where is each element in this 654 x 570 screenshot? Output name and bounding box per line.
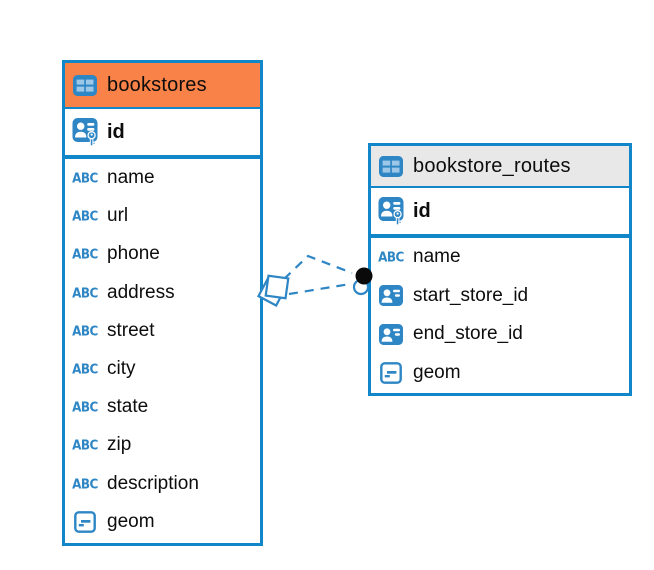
abc-text-icon: ABC bbox=[72, 323, 98, 339]
table-bookstores-header[interactable]: bookstores bbox=[65, 63, 260, 109]
column-name: name bbox=[107, 167, 155, 189]
pk-column-name: id bbox=[107, 120, 125, 143]
column-icon-box bbox=[378, 285, 404, 307]
geometry-icon bbox=[380, 361, 402, 384]
column-icon-box: ABC bbox=[72, 208, 98, 224]
column-name: city bbox=[107, 358, 136, 380]
relationship-line-lower bbox=[288, 282, 351, 296]
column-row: ABC state bbox=[65, 388, 260, 426]
column-row: ABC description bbox=[65, 465, 260, 503]
column-name: url bbox=[107, 205, 129, 227]
primary-key-icon bbox=[378, 196, 404, 226]
column-icon-box: ABC bbox=[72, 475, 98, 492]
table-grid-icon bbox=[72, 74, 98, 96]
column-name: address bbox=[107, 281, 175, 303]
abc-text-icon: ABC bbox=[72, 208, 98, 224]
column-row: ABC name bbox=[371, 238, 629, 277]
column-row: ABC phone bbox=[65, 235, 260, 273]
table-bookstore-routes[interactable]: bookstore_routes id bbox=[368, 143, 632, 396]
column-row: ABC street bbox=[65, 312, 260, 350]
column-row: geom bbox=[371, 354, 629, 393]
abc-text-icon: ABC bbox=[72, 475, 98, 492]
column-icon-box: ABC bbox=[72, 361, 98, 377]
column-name: state bbox=[107, 396, 149, 418]
table-bookstores[interactable]: bookstores id bbox=[62, 60, 263, 546]
relationship-line-upper bbox=[283, 254, 353, 280]
column-name: zip bbox=[107, 434, 132, 456]
column-icon-box bbox=[72, 510, 98, 533]
foreign-key-person-icon bbox=[379, 323, 403, 345]
column-name: start_store_id bbox=[413, 284, 529, 306]
column-row: ABC address bbox=[65, 274, 260, 312]
column-icon-box bbox=[378, 361, 404, 384]
column-icon-box: ABC bbox=[378, 249, 404, 265]
abc-text-icon: ABC bbox=[72, 170, 98, 186]
column-icon-box bbox=[378, 323, 404, 345]
column-name: geom bbox=[413, 361, 461, 383]
table-grid-icon bbox=[378, 155, 404, 177]
column-row: ABC url bbox=[65, 197, 260, 235]
primary-key-icon bbox=[72, 117, 98, 147]
column-name: street bbox=[107, 319, 155, 341]
column-name: geom bbox=[107, 510, 155, 532]
foreign-key-person-icon bbox=[379, 285, 403, 307]
column-name: description bbox=[107, 472, 199, 494]
column-row: end_store_id bbox=[371, 315, 629, 354]
abc-text-icon: ABC bbox=[72, 361, 98, 377]
column-row: geom bbox=[65, 503, 260, 541]
column-row: ABC zip bbox=[65, 426, 260, 464]
abc-text-icon: ABC bbox=[72, 399, 98, 415]
column-icon-box: ABC bbox=[72, 170, 98, 186]
abc-text-icon: ABC bbox=[378, 249, 404, 265]
abc-text-icon: ABC bbox=[72, 284, 98, 301]
abc-text-icon: ABC bbox=[72, 437, 98, 454]
column-icon-box: ABC bbox=[72, 399, 98, 415]
pk-row-bookstores-id: id bbox=[65, 109, 260, 159]
column-icon-box: ABC bbox=[72, 323, 98, 339]
pk-column-name: id bbox=[413, 199, 431, 222]
column-row: ABC name bbox=[65, 159, 260, 197]
column-icon-box: ABC bbox=[72, 437, 98, 454]
table-bookstore-routes-header[interactable]: bookstore_routes bbox=[371, 146, 629, 188]
column-icon-box: ABC bbox=[72, 284, 98, 301]
abc-text-icon: ABC bbox=[72, 246, 98, 263]
geometry-icon bbox=[74, 510, 96, 533]
column-name: end_store_id bbox=[413, 323, 523, 345]
table-title: bookstores bbox=[107, 73, 207, 96]
column-row: start_store_id bbox=[371, 277, 629, 316]
pk-row-bookstore-routes-id: id bbox=[371, 188, 629, 238]
column-name: name bbox=[413, 246, 461, 268]
column-row: ABC city bbox=[65, 350, 260, 388]
column-name: phone bbox=[107, 243, 160, 265]
column-icon-box: ABC bbox=[72, 246, 98, 263]
table-title: bookstore_routes bbox=[413, 154, 571, 177]
